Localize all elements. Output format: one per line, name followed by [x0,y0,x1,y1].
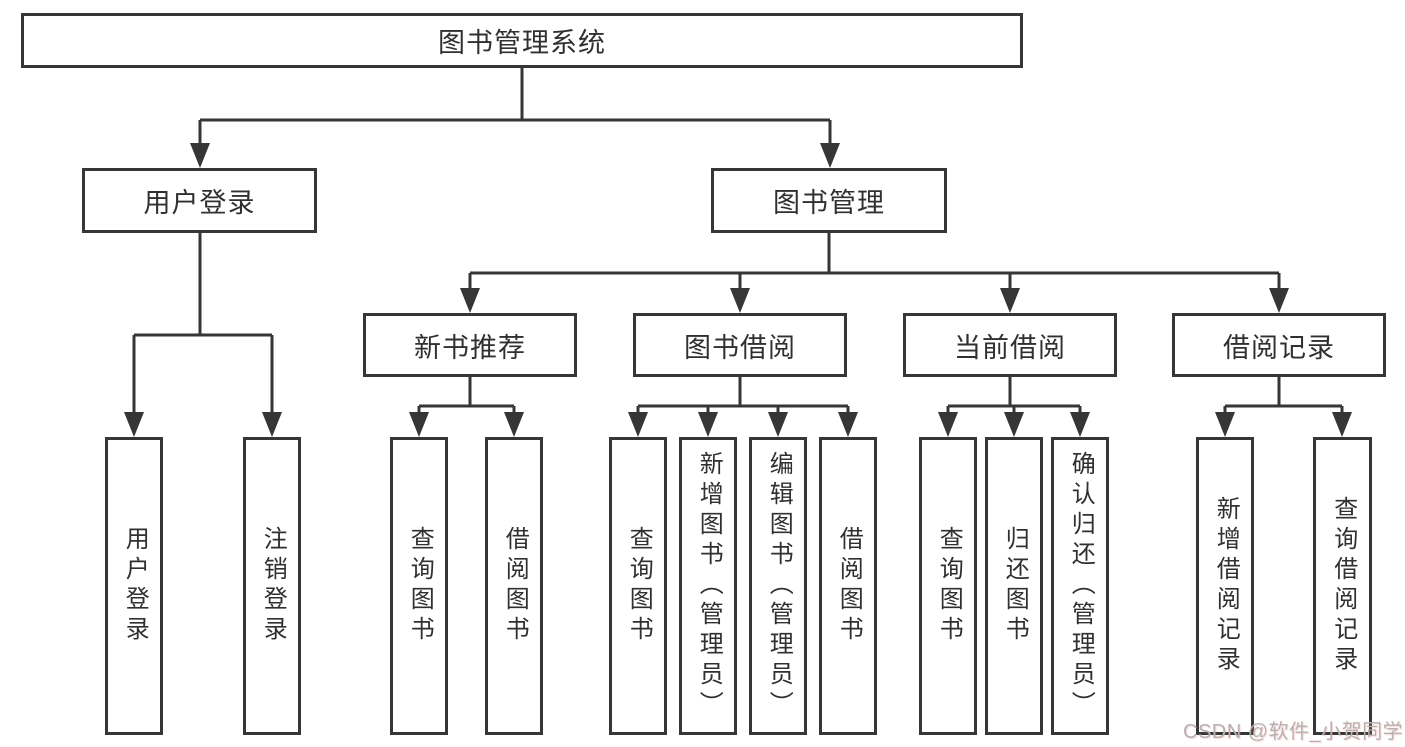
arrow-down-icon [698,412,718,437]
arrow-down-icon [190,143,210,168]
arrow-down-icon [938,412,958,437]
arrow-down-icon [1070,412,1090,437]
node-current-borrow: 当前借阅 [903,313,1117,377]
node-book-management: 图书管理 [711,168,947,233]
leaf-borrow-books: 借阅图书 [819,437,877,735]
arrow-down-icon [1332,412,1352,437]
leaf-confirm-return-admin: 确认归还（管理员） [1051,437,1109,735]
watermark: CSDN @软件_小贺同学 [1183,721,1404,743]
arrow-down-icon [1000,288,1020,313]
arrow-down-icon [409,412,429,437]
arrow-down-icon [262,412,282,437]
leaf-add-borrow-record: 新增借阅记录 [1196,437,1254,735]
leaf-user-login: 用户登录 [105,437,163,735]
node-borrow-records: 借阅记录 [1172,313,1386,377]
connector-new-book-recommend-to-leaves [417,377,516,416]
leaf-query-books-borrow: 查询图书 [609,437,667,735]
leaf-borrow-books-recommend: 借阅图书 [485,437,543,735]
connector-borrow-records-to-leaves [1223,377,1344,416]
arrow-down-icon [1004,412,1024,437]
arrow-down-icon [504,412,524,437]
arrow-down-icon [730,288,750,313]
node-new-book-recommend: 新书推荐 [363,313,577,377]
connector-current-borrow-to-leaves [946,377,1082,416]
node-library-management-system: 图书管理系统 [21,13,1023,68]
node-user-login: 用户登录 [82,168,317,233]
arrow-down-icon [628,412,648,437]
arrow-down-icon [768,412,788,437]
arrow-down-icon [124,412,144,437]
node-book-borrow: 图书借阅 [633,313,847,377]
arrow-down-icon [1269,288,1289,313]
arrow-down-icon [460,288,480,313]
leaf-edit-books-admin: 编辑图书（管理员） [749,437,807,735]
connector-book-borrow-to-leaves [636,377,850,416]
connector-root-to-level2 [198,68,832,148]
leaf-query-books-current: 查询图书 [919,437,977,735]
arrow-down-icon [838,412,858,437]
leaf-query-borrow-record: 查询借阅记录 [1313,437,1372,735]
connector-user-login-to-leaves [132,233,274,416]
arrow-down-icon [820,143,840,168]
arrow-down-icon [1215,412,1235,437]
leaf-return-books: 归还图书 [985,437,1043,735]
connector-book-management-to-level3 [468,233,1281,292]
leaf-logout: 注销登录 [243,437,301,735]
leaf-add-books-admin: 新增图书（管理员） [679,437,737,735]
leaf-query-books-recommend: 查询图书 [390,437,448,735]
